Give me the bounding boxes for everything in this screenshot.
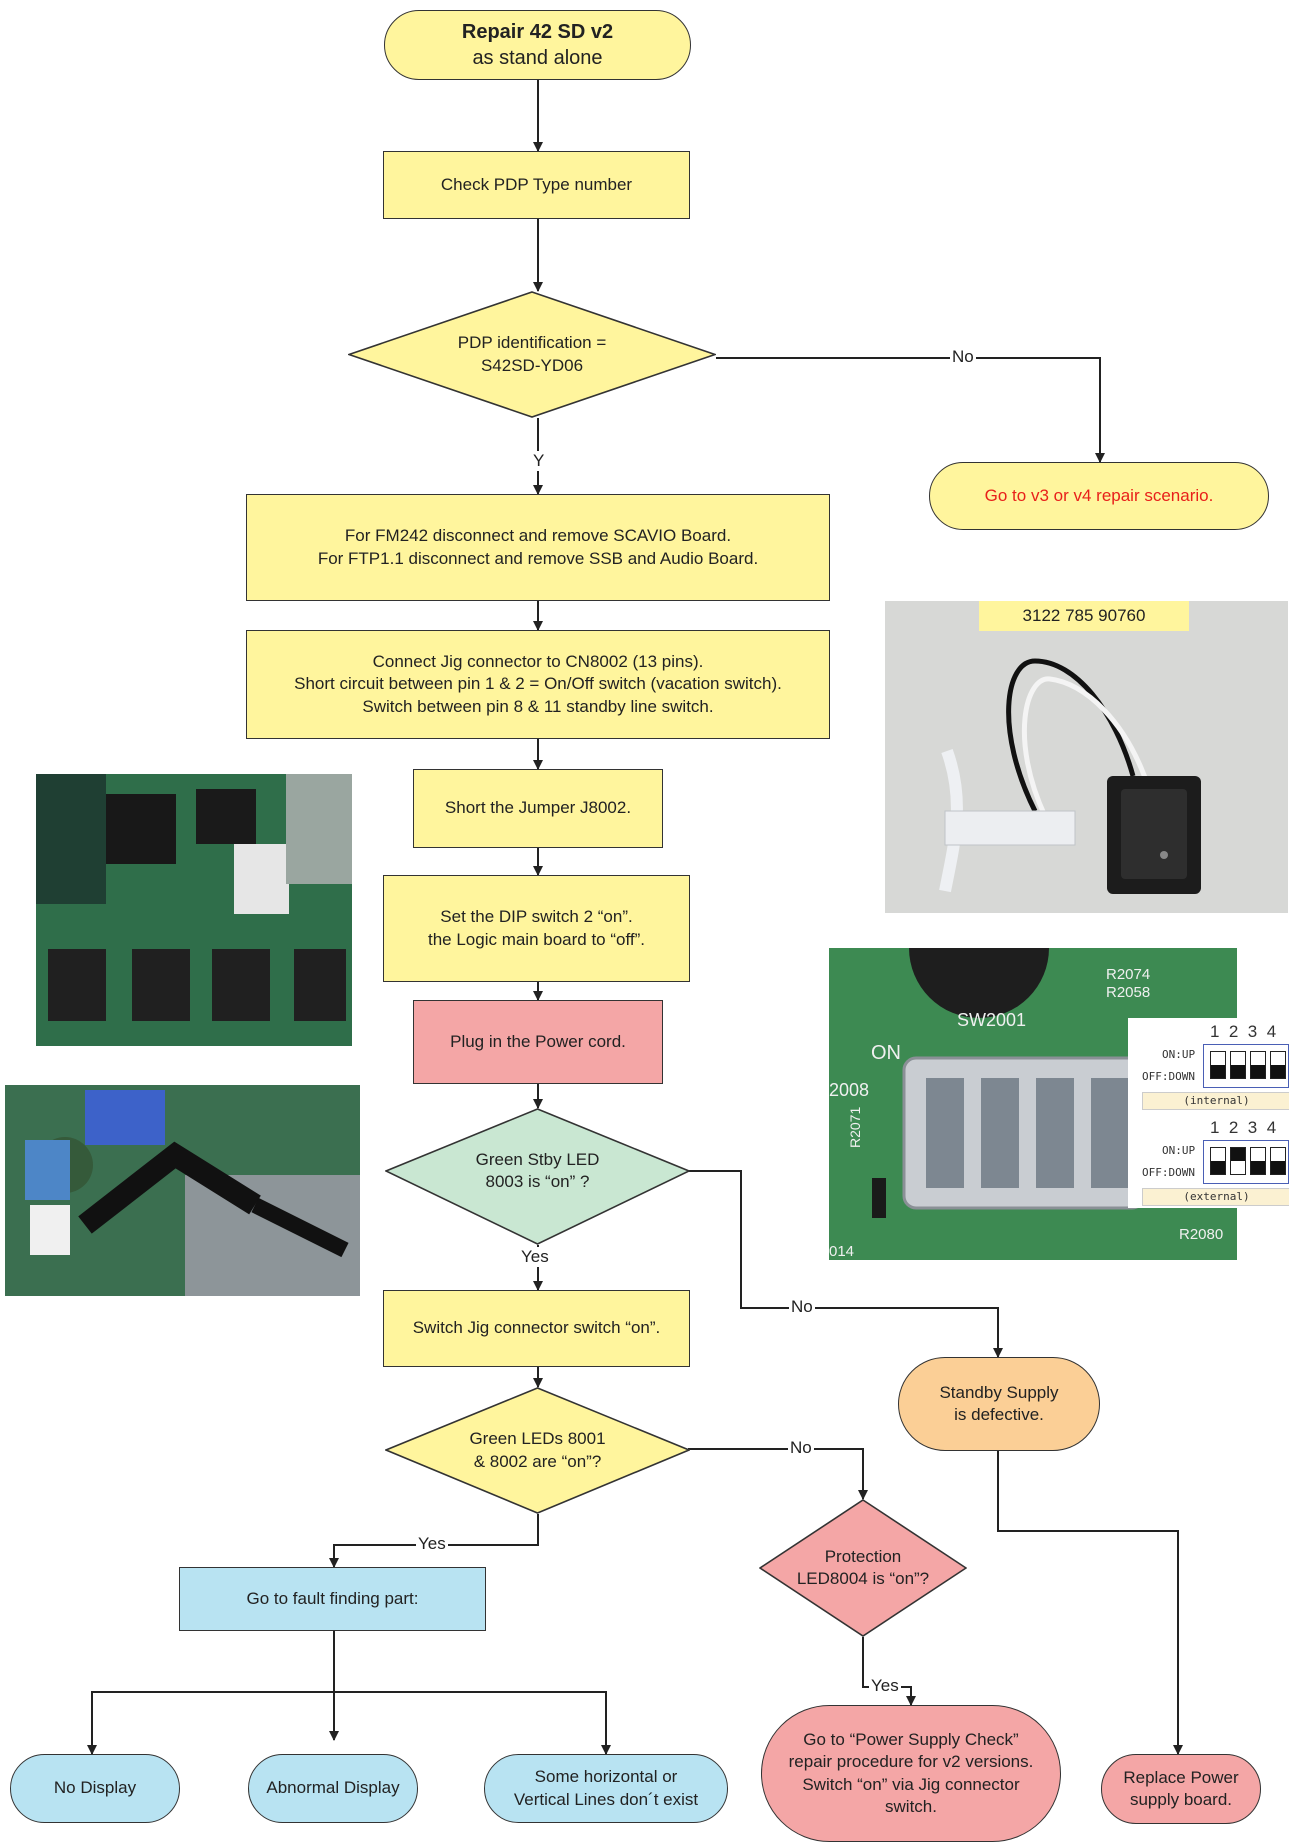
missing-lines-line1: Some horizontal or: [534, 1767, 678, 1787]
replace-power-supply-terminal: Replace Power supply board.: [1101, 1754, 1261, 1824]
dip-off-down-internal: OFF:DOWN: [1142, 1070, 1195, 1083]
dip-external-label: (external): [1142, 1188, 1289, 1206]
pdp-decision-line2: S42SD-YD06: [480, 355, 584, 375]
short-jumper-label: Short the Jumper J8002.: [444, 798, 632, 818]
green-leds-line1: Green LEDs 8001: [469, 1429, 606, 1449]
fault-finding-step: Go to fault finding part:: [179, 1567, 486, 1631]
v3-v4-scenario-label: Go to v3 or v4 repair scenario.: [984, 485, 1214, 505]
jumper-board-image: [36, 774, 352, 1046]
protection-led-decision: Protection LED8004 is “on”?: [759, 1499, 967, 1637]
protection-led-line2: LED8004 is “on”?: [796, 1569, 930, 1588]
connect-jig-step: Connect Jig connector to CN8002 (13 pins…: [246, 630, 830, 739]
psc-line1: Go to “Power Supply Check”: [803, 1730, 1019, 1750]
dip-on-up-external: ON:UP: [1162, 1144, 1196, 1157]
green-leds-yes-label: Yes: [416, 1534, 448, 1554]
green-leds-no-label: No: [788, 1438, 814, 1458]
power-cord-image: [5, 1085, 360, 1296]
standby-no-label: No: [789, 1297, 815, 1317]
sw-label-r2058: R2058: [1106, 984, 1151, 1001]
short-jumper-step: Short the Jumper J8002.: [413, 769, 663, 848]
standby-supply-defective-terminal: Standby Supply is defective.: [898, 1357, 1100, 1451]
sw-on-label: ON: [871, 1042, 901, 1064]
replace-power-line1: Replace Power: [1123, 1767, 1239, 1787]
remove-boards-step: For FM242 disconnect and remove SCAVIO B…: [246, 494, 830, 601]
missing-lines-line2: Vertical Lines don´t exist: [513, 1789, 699, 1809]
connect-jig-line1: Connect Jig connector to CN8002 (13 pins…: [372, 652, 704, 672]
start-title: Repair 42 SD v2: [461, 21, 614, 43]
sw-label-r2074: R2074: [1106, 966, 1151, 983]
switch-jig-on-label: Switch Jig connector switch “on”.: [412, 1318, 661, 1338]
dip-switch-photo: R2074 R2058 SW2001 ON 2008 R2071 014 R20…: [829, 948, 1237, 1260]
dip-numbers-external: 1 2 3 4: [1210, 1118, 1277, 1137]
dip-switch-step: Set the DIP switch 2 “on”. the Logic mai…: [383, 875, 690, 982]
jig-connector-image: [939, 658, 1201, 894]
protection-led-line1: Protection: [824, 1546, 902, 1566]
dip-off-down-external: OFF:DOWN: [1142, 1166, 1195, 1179]
dip-switches-internal: [1203, 1044, 1289, 1088]
no-display-terminal: No Display: [10, 1754, 180, 1823]
start-terminal: Repair 42 SD v2 as stand alone: [384, 10, 691, 80]
jumper-board-photo: [36, 774, 352, 1046]
plug-power-cord-step: Plug in the Power cord.: [413, 1000, 663, 1084]
green-leds-line2: & 8002 are “on”?: [473, 1451, 602, 1471]
connect-jig-line2: Short circuit between pin 1 & 2 = On/Off…: [294, 674, 782, 694]
sw-bottom-right-label: R2080: [1179, 1226, 1224, 1243]
pdp-yes-label: Y: [531, 451, 547, 471]
dip-switch-line1: Set the DIP switch 2 “on”.: [440, 907, 633, 927]
jig-connector-photo: 3122 785 90760: [885, 601, 1288, 913]
psc-line2: repair procedure for v2 versions.: [788, 1752, 1034, 1772]
dip-on-up-internal: ON:UP: [1162, 1048, 1196, 1061]
fault-finding-label: Go to fault finding part:: [246, 1588, 419, 1608]
pdp-identification-decision: PDP identification = S42SD-YD06: [348, 291, 716, 418]
v3-v4-scenario-terminal: Go to v3 or v4 repair scenario.: [929, 462, 1269, 530]
sw-r2071-label: R2071: [847, 1106, 863, 1148]
missing-lines-terminal: Some horizontal or Vertical Lines don´t …: [484, 1754, 728, 1823]
remove-boards-line2: For FTP1.1 disconnect and remove SSB and…: [317, 548, 759, 568]
jig-part-number: 3122 785 90760: [979, 601, 1189, 631]
sw-bottom-left-label: 014: [829, 1243, 855, 1260]
remove-boards-line1: For FM242 disconnect and remove SCAVIO B…: [344, 526, 732, 546]
sw-left-label: 2008: [829, 1080, 870, 1100]
dip-switches-external: [1203, 1140, 1289, 1184]
psc-line4: switch.: [885, 1796, 937, 1816]
pdp-no-label: No: [950, 347, 976, 367]
no-display-label: No Display: [53, 1778, 137, 1798]
dip-switch-image: [829, 948, 1237, 1260]
protection-yes-label: Yes: [869, 1676, 901, 1696]
psc-line3: Switch “on” via Jig connector: [802, 1774, 1020, 1794]
abnormal-display-label: Abnormal Display: [266, 1778, 400, 1798]
check-pdp-type-label: Check PDP Type number: [440, 174, 633, 194]
start-subtitle: as stand alone: [472, 47, 603, 69]
dip-internal-label: (internal): [1142, 1092, 1289, 1110]
switch-jig-on-step: Switch Jig connector switch “on”.: [383, 1290, 690, 1367]
standby-defective-line2: is defective.: [954, 1405, 1044, 1424]
power-supply-check-terminal: Go to “Power Supply Check” repair proced…: [761, 1705, 1061, 1842]
dip-switch-diagram: 1 2 3 4 ON:UP OFF:DOWN (internal) 1 2 3 …: [1128, 1018, 1289, 1208]
dip-switch-line2: the Logic main board to “off”.: [427, 929, 646, 949]
standby-led-decision: Green Stby LED 8003 is “on” ?: [385, 1108, 690, 1245]
dip-numbers-internal: 1 2 3 4: [1210, 1022, 1277, 1041]
replace-power-line2: supply board.: [1129, 1790, 1233, 1809]
standby-led-line2: 8003 is “on” ?: [485, 1172, 590, 1191]
standby-defective-line1: Standby Supply: [939, 1382, 1059, 1402]
abnormal-display-terminal: Abnormal Display: [248, 1754, 418, 1823]
plug-power-cord-label: Plug in the Power cord.: [450, 1031, 626, 1051]
standby-led-line1: Green Stby LED: [475, 1149, 600, 1169]
green-leds-decision: Green LEDs 8001 & 8002 are “on”?: [385, 1387, 690, 1514]
pdp-decision-line1: PDP identification =: [457, 333, 607, 353]
connect-jig-line3: Switch between pin 8 & 11 standby line s…: [362, 696, 714, 716]
power-cord-photo: [5, 1085, 360, 1296]
standby-yes-label: Yes: [519, 1247, 551, 1267]
check-pdp-type-step: Check PDP Type number: [383, 151, 690, 219]
sw-name-label: SW2001: [957, 1010, 1027, 1030]
